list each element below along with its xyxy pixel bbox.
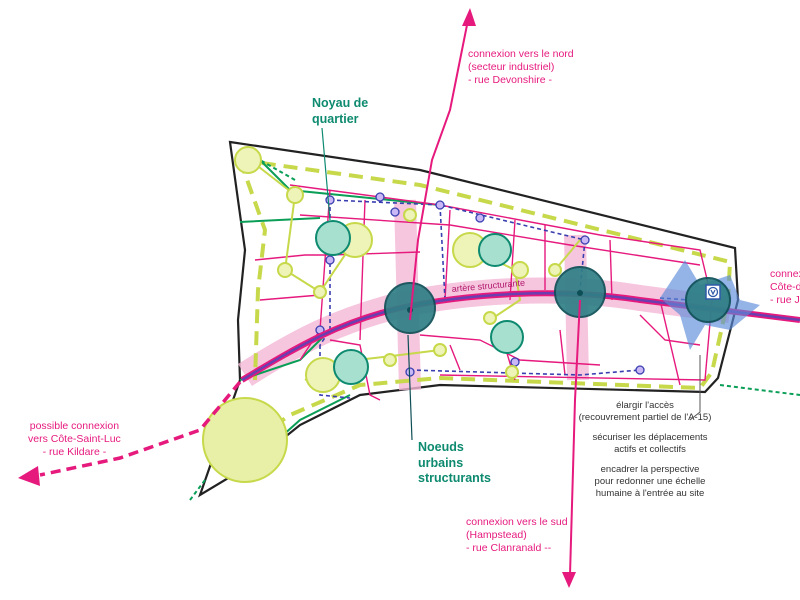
neighbourhood-cores	[315, 220, 524, 385]
west-connection-label: possible connexion vers Côte-Saint-Luc -…	[28, 420, 121, 459]
west-connection-arrow	[39, 380, 242, 477]
site-outline	[197, 140, 740, 498]
west-arrowhead	[18, 466, 40, 486]
access-annotation: élargir l'accès (recouvrement partiel de…	[578, 400, 712, 423]
lime-boundary	[238, 158, 733, 452]
east-connection-label: connex Côte-d - rue Je	[770, 268, 800, 307]
metro-station-icon	[705, 284, 721, 300]
north-arrowhead	[462, 8, 476, 26]
encadrer-annotation: encadrer la perspective pour redonner un…	[594, 464, 706, 499]
north-connection-arrow	[409, 19, 469, 321]
north-connection-label: connexion vers le nord (secteur industri…	[468, 48, 574, 87]
noyau-leader	[321, 127, 331, 221]
south-connection-label: connexion vers le sud (Hampstead) - rue …	[466, 516, 568, 555]
lime-circle-large-west	[202, 397, 288, 483]
lime-circles	[202, 146, 562, 483]
noeuds-label: Noeuds urbains structurants	[418, 440, 491, 486]
noeuds-leader	[407, 334, 413, 441]
securiser-annotation: sécuriser les déplacements actifs et col…	[592, 432, 708, 455]
lime-boundary-west	[238, 159, 268, 381]
south-arrowhead	[562, 572, 576, 588]
noyau-label: Noyau de quartier	[312, 96, 369, 126]
access-leader	[689, 355, 701, 421]
blue-nodes	[315, 192, 645, 377]
south-connection-arrow	[569, 299, 581, 576]
